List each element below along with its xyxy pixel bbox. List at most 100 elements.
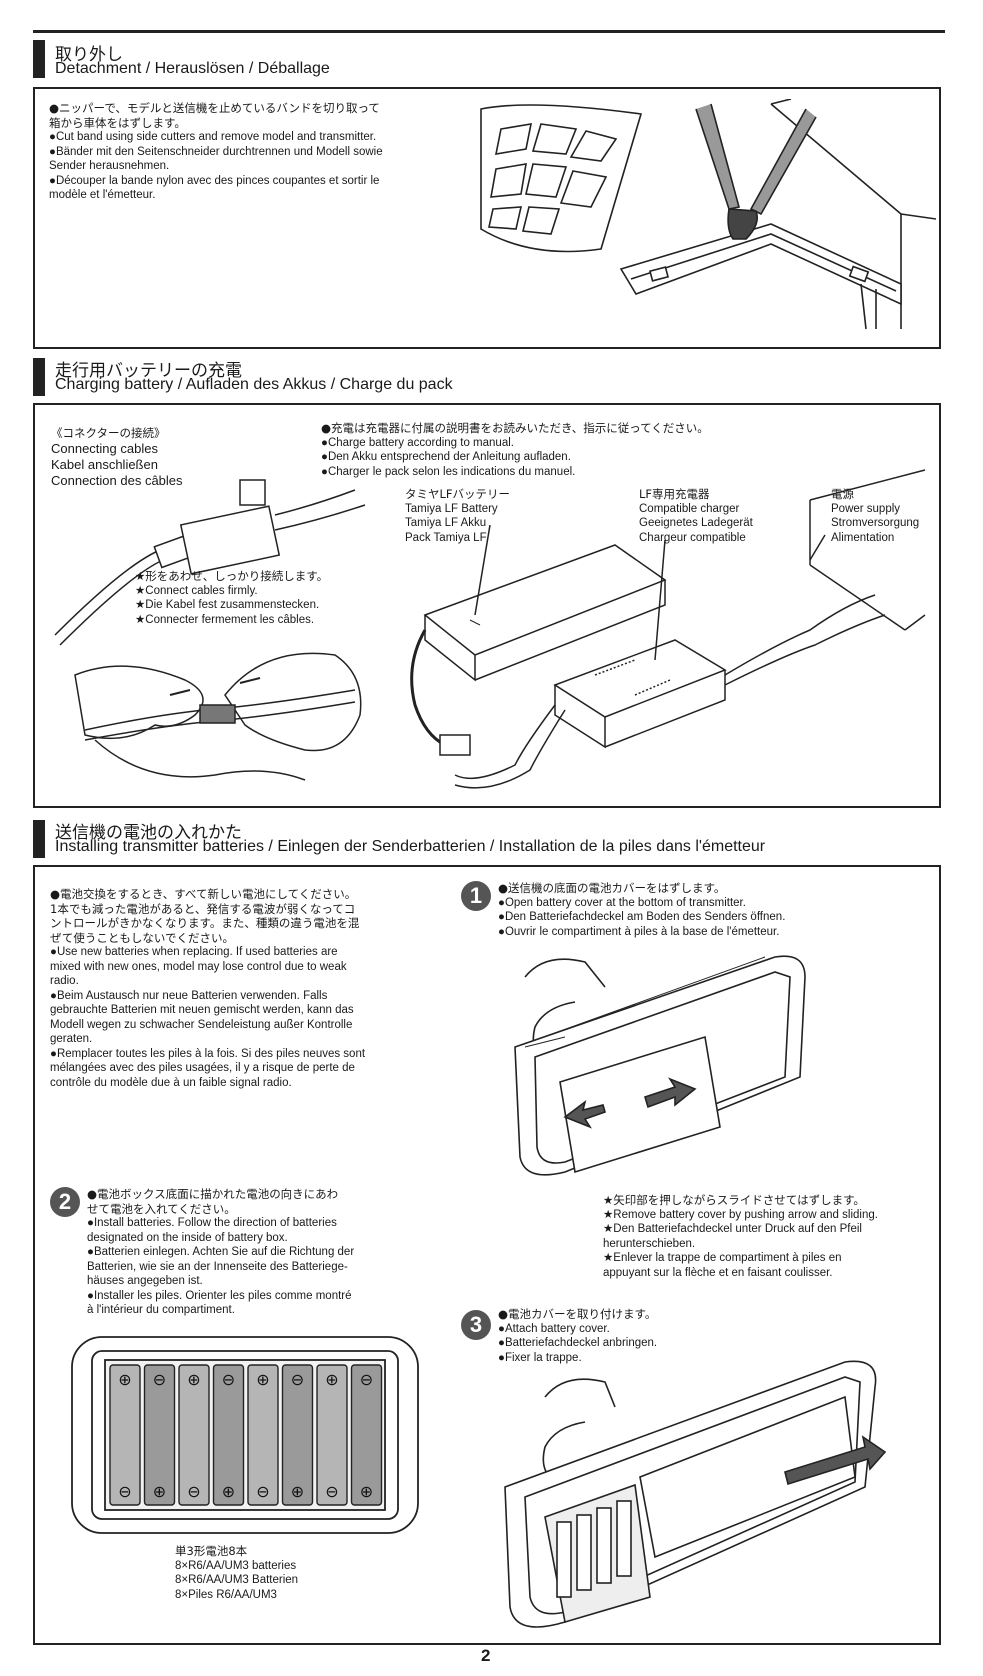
polarity-mark: ⊖ <box>222 1370 235 1389</box>
text-line: 8×Piles R6/AA/UM3 <box>175 1588 277 1601</box>
aa-battery-cell <box>316 1364 348 1506</box>
text-line: ●電池カバーを取り付けます。 <box>498 1307 657 1321</box>
section-title-en: Installing transmitter batteries / Einle… <box>55 838 766 855</box>
text-line: 単3形電池8本 <box>175 1544 248 1558</box>
polarity-mark: ⊖ <box>118 1482 131 1501</box>
section-title-en: Detachment / Herauslösen / Déballage <box>55 60 330 77</box>
step-2-badge: 2 <box>50 1187 80 1217</box>
section-bar <box>33 820 45 858</box>
text-line: ●Charge battery according to manual. <box>321 436 514 449</box>
polarity-mark: ⊖ <box>256 1482 269 1501</box>
text-line: designated on the inside of battery box. <box>87 1231 288 1244</box>
text-line: ★Connecter fermement les câbles. <box>135 613 315 626</box>
polarity-mark: ⊕ <box>325 1370 338 1389</box>
section-title-jp: 取り外し <box>55 45 123 65</box>
text-line: 《コネクターの接続》 <box>51 426 166 440</box>
polarity-mark: ⊕ <box>118 1370 131 1389</box>
text-line: Power supply <box>831 502 901 515</box>
text-line: ントロールがきかなくなります。また、種類の違う電池を混 <box>50 916 360 930</box>
text-line: 箱から車体をはずします。 <box>49 115 186 130</box>
text-line: ●電池交換をするとき、すべて新しい電池にしてください。 <box>50 887 357 901</box>
section-bar <box>33 40 45 78</box>
polarity-mark: ⊕ <box>291 1482 304 1501</box>
text-line: ●Installer les piles. Orienter les piles… <box>87 1289 352 1302</box>
text-line: ●Fixer la trappe. <box>498 1351 582 1364</box>
text-line: Stromversorgung <box>831 517 920 529</box>
text-line: ★Remove battery cover by pushing arrow a… <box>603 1208 878 1221</box>
cutters-band-illustration <box>480 99 936 330</box>
page-number: 2 <box>481 1646 491 1665</box>
text-line: ●Den Batteriefachdeckel am Boden des Sen… <box>498 911 786 923</box>
text-line: Geeignetes Ladegerät <box>639 517 753 529</box>
text-line: Compatible charger <box>639 502 740 515</box>
transmitter-attach-cover-illustration <box>504 1360 887 1628</box>
text-line: ●Ouvrir le compartiment à piles à la bas… <box>498 925 780 938</box>
text-line: ★Enlever la trappe de compartiment à pil… <box>603 1252 842 1264</box>
section-title-jp: 送信機の電池の入れかた <box>55 823 242 843</box>
text-line: ●Beim Austausch nur neue Batterien verwe… <box>50 989 328 1002</box>
aa-battery-cell <box>143 1364 176 1506</box>
text-line: ●Use new batteries when replacing. If us… <box>50 946 338 958</box>
text-line: せて電池を入れてください。 <box>87 1201 236 1216</box>
text-line: 1本でも減った電池があると、発信する電波が弱くなってコ <box>50 901 356 916</box>
text-line: ●Bänder mit den Seitenschneider durchtre… <box>49 145 383 158</box>
aa-battery-cell <box>109 1364 141 1506</box>
text-line: Kabel anschließen <box>51 457 158 472</box>
polarity-mark: ⊖ <box>187 1482 200 1501</box>
text-line: appuyant sur la flèche et en faisant cou… <box>603 1266 833 1279</box>
hands-connecting-illustration <box>74 652 362 781</box>
text-line: ★矢印部を押しながらスライドさせてはずします。 <box>603 1193 865 1207</box>
text-line: ●Découper la bande nylon avec des pinces… <box>49 174 380 187</box>
battery-charger-illustration <box>410 469 926 789</box>
connect-firmly-text: ★形をあわせ、しっかり接続します。 ★Connect cables firmly… <box>135 569 328 627</box>
polarity-mark: ⊖ <box>153 1370 166 1389</box>
power-supply-label: 電源 Power supply Stromversorgung Alimenta… <box>831 487 919 545</box>
text-line: herunterschieben. <box>603 1237 696 1250</box>
charging-box: 《コネクターの接続》 Connecting cables Kabel ansch… <box>33 403 941 808</box>
text-line: Connecting cables <box>51 441 158 456</box>
text-line: à l'intérieur du compartiment. <box>87 1304 235 1316</box>
top-rule <box>33 30 945 33</box>
polarity-mark: ⊖ <box>325 1482 338 1501</box>
text-line: radio. <box>50 975 79 987</box>
text-line: ★Den Batteriefachdeckel unter Druck auf … <box>603 1223 862 1235</box>
text-line: ぜて使うこともしないでください。 <box>50 930 234 945</box>
detachment-box: ●ニッパーで、モデルと送信機を止めているバンドを切り取って 箱から車体をはずしま… <box>33 87 941 349</box>
text-line: ★Connect cables firmly. <box>135 584 258 597</box>
polarity-mark: ⊕ <box>187 1370 200 1389</box>
charger-label: LF専用充電器 Compatible charger Geeignetes La… <box>639 487 753 545</box>
step-3-text: ●電池カバーを取り付けます。 ●Attach battery cover. ●B… <box>498 1307 657 1365</box>
battery-box-illustration: ⊕⊖⊖⊕⊕⊖⊖⊕⊕⊖⊖⊕⊕⊖⊖⊕ <box>71 1336 419 1534</box>
battery-cells: ⊕⊖⊖⊕⊕⊖⊖⊕⊕⊖⊖⊕⊕⊖⊖⊕ <box>109 1364 383 1506</box>
aa-battery-cell <box>281 1364 314 1506</box>
text-line: ●Cut band using side cutters and remove … <box>49 131 377 143</box>
text-line: Pack Tamiya LF <box>405 531 487 544</box>
step-1-badge: 1 <box>461 881 491 911</box>
step-2-text: ●電池ボックス底面に描かれた電池の向きにあわ せて電池を入れてください。 ●In… <box>87 1187 354 1318</box>
text-line: ●Den Akku entsprechend der Anleitung auf… <box>321 451 571 463</box>
text-line: LF専用充電器 <box>639 487 710 501</box>
aa-battery-cell <box>212 1364 245 1506</box>
text-line: 8×R6/AA/UM3 Batterien <box>175 1574 299 1586</box>
polarity-mark: ⊕ <box>256 1370 269 1389</box>
polarity-mark: ⊖ <box>291 1370 304 1389</box>
polarity-mark: ⊕ <box>153 1482 166 1501</box>
text-line: ●Remplacer toutes les piles à la fois. S… <box>50 1047 366 1060</box>
text-line: ●Batteriefachdeckel anbringen. <box>498 1337 658 1349</box>
section-bar <box>33 358 45 396</box>
polarity-mark: ⊕ <box>360 1482 373 1501</box>
section-title-jp: 走行用バッテリーの充電 <box>55 361 242 381</box>
text-line: mélangées avec des piles usagées, il y a… <box>50 1062 355 1074</box>
text-line: ●送信機の底面の電池カバーをはずします。 <box>498 881 726 895</box>
text-line: häuses angegeben ist. <box>87 1275 203 1287</box>
charging-manual-text: ●充電は充電器に付属の説明書をお読みいただき、指示に従ってください。 ●Char… <box>321 421 709 479</box>
detachment-text: ●ニッパーで、モデルと送信機を止めているバンドを切り取って 箱から車体をはずしま… <box>49 101 383 203</box>
step-1-note: ★矢印部を押しながらスライドさせてはずします。 ★Remove battery … <box>603 1193 878 1280</box>
text-line: ●充電は充電器に付属の説明書をお読みいただき、指示に従ってください。 <box>321 421 709 435</box>
aa-battery-cell <box>350 1364 383 1506</box>
text-line: geraten. <box>50 1033 93 1045</box>
text-line: mixed with new ones, model may lose cont… <box>50 960 347 973</box>
text-line: ★Die Kabel fest zusammenstecken. <box>135 599 320 611</box>
text-line: Tamiya LF Battery <box>405 502 498 515</box>
